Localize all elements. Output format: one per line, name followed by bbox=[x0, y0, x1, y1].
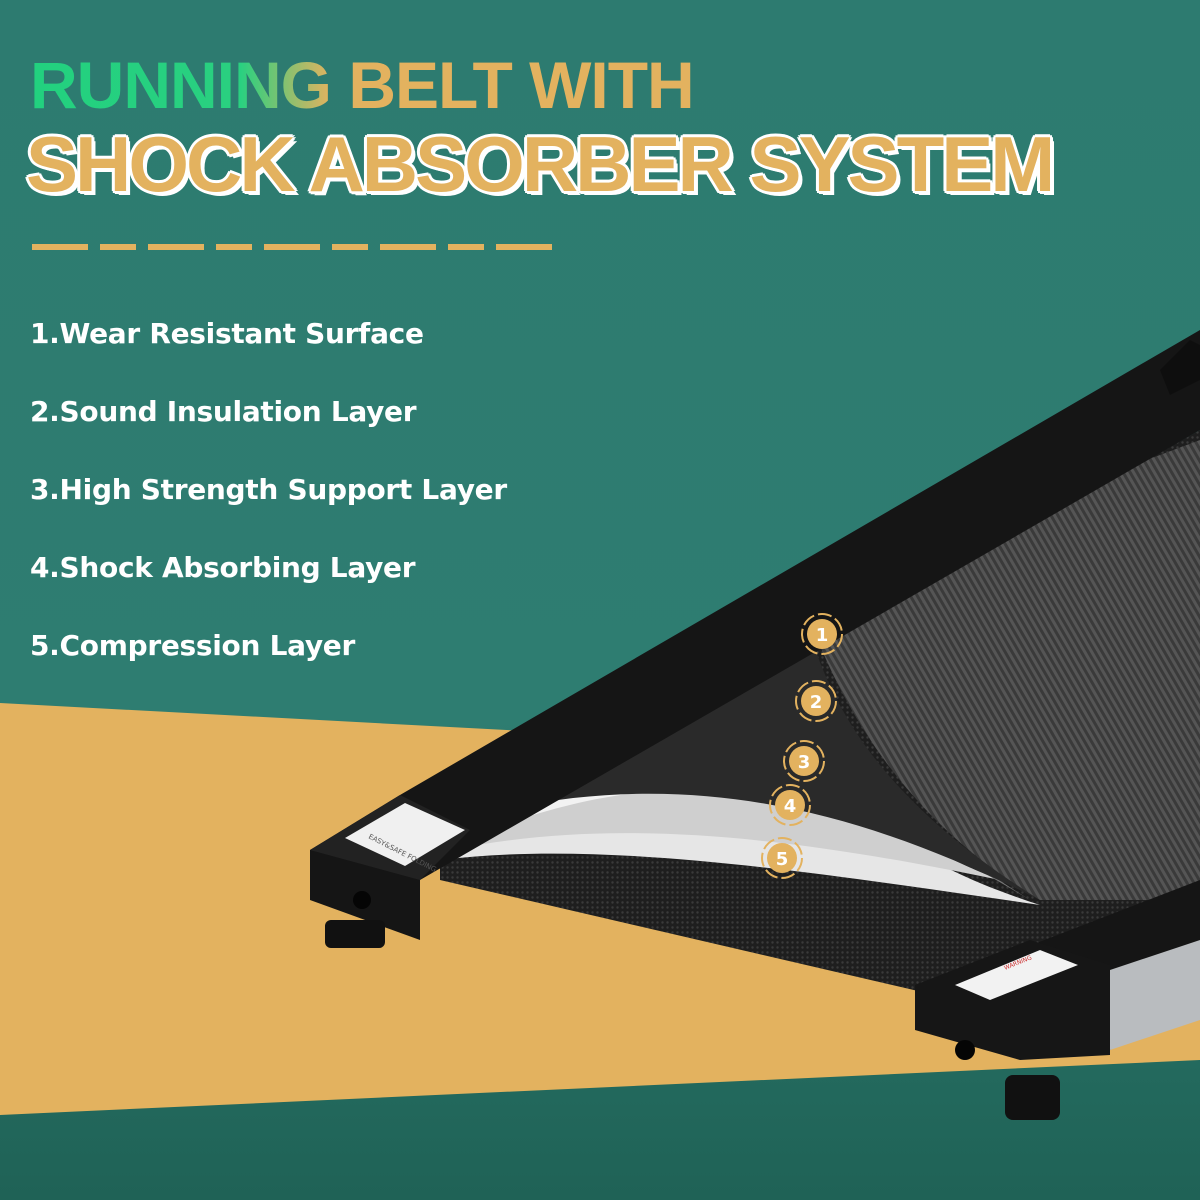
left-end-cap-sticker bbox=[345, 803, 465, 866]
headline-line-1: RUNNING BELT WITH bbox=[30, 48, 695, 122]
right-end-cap-sticker bbox=[955, 950, 1078, 1000]
dashed-divider bbox=[32, 244, 552, 250]
svg-text:5: 5 bbox=[776, 849, 789, 870]
headline-green-word: RUNNING bbox=[30, 48, 332, 122]
badge-2: 2 bbox=[795, 680, 837, 722]
svg-text:2: 2 bbox=[810, 692, 823, 713]
layer-1 bbox=[480, 590, 1040, 900]
headline-line-2: SHOCK ABSORBER SYSTEM bbox=[26, 120, 1055, 208]
badge-3: 3 bbox=[783, 740, 825, 782]
badge-1: 1 bbox=[801, 613, 843, 655]
left-rail bbox=[310, 330, 1200, 940]
layer-badges: 1 2 3 4 5 bbox=[761, 613, 843, 879]
svg-text:4: 4 bbox=[784, 796, 797, 817]
badge-4: 4 bbox=[769, 784, 811, 826]
svg-text:1: 1 bbox=[816, 625, 829, 646]
layer-list-item: 2.Sound Insulation Layer bbox=[30, 395, 417, 428]
headline-gold-words: BELT WITH bbox=[348, 48, 694, 122]
layer-list-item: 4.Shock Absorbing Layer bbox=[30, 551, 416, 584]
layer-list-item: 1.Wear Resistant Surface bbox=[30, 317, 424, 350]
badge-5: 5 bbox=[761, 837, 803, 879]
svg-text:3: 3 bbox=[798, 752, 811, 773]
layer-list-item: 5.Compression Layer bbox=[30, 629, 355, 662]
layer-list-item: 3.High Strength Support Layer bbox=[30, 473, 507, 506]
layer-list: 1.Wear Resistant Surface 2.Sound Insulat… bbox=[30, 312, 507, 702]
